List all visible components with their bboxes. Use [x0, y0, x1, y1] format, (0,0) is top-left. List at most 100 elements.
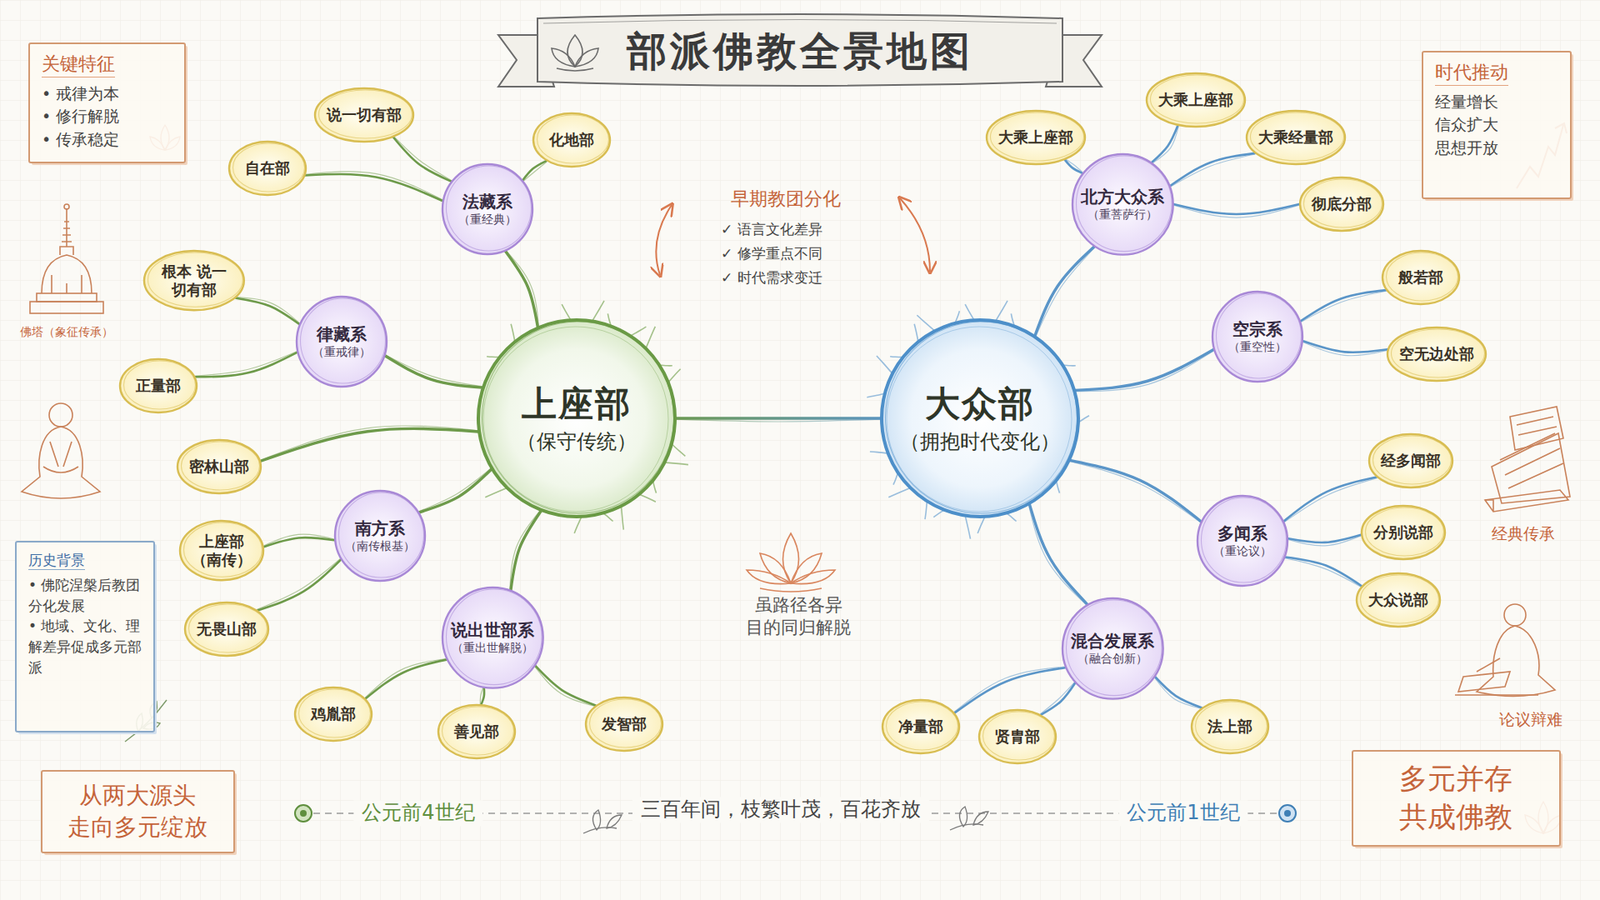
node-text: • 戒律为本: [41, 82, 120, 106]
edge-strand: [385, 355, 484, 387]
node-title: 正量部: [135, 376, 181, 396]
branch-connector: [1288, 535, 1361, 543]
edge-strand: [365, 659, 446, 699]
edge-strand: [1069, 460, 1200, 522]
node-title: 法藏系: [462, 191, 513, 213]
branch-connector: [505, 251, 539, 328]
node-text: （重菩萨行）: [1087, 207, 1158, 223]
branch-circle: 南方系（南传根基）: [333, 489, 427, 583]
root-tendril: [638, 494, 656, 502]
node-text: （保守传统）: [516, 429, 637, 455]
node-title: 化地部: [549, 130, 595, 150]
root-tendril: [670, 443, 685, 456]
edge-strand: [535, 666, 596, 707]
root-tendril: [663, 462, 689, 465]
root-tendril: [914, 324, 919, 344]
sect-ellipse: 根本 说一切有部: [142, 249, 246, 312]
node-title: 多元并存 共成佛教: [1398, 760, 1515, 837]
sect-ellipse: 经多闻部: [1367, 432, 1455, 490]
center-note: 虽路径各异 目的同归解脱: [745, 594, 852, 640]
node-text: 经量增长: [1435, 90, 1499, 115]
node-title: 大众说部: [1368, 590, 1429, 610]
banner-lotus: [551, 35, 599, 71]
edge-strand: [1152, 125, 1179, 163]
branch-connector: [1303, 340, 1388, 353]
root-tendril: [916, 315, 935, 332]
node-text: （重戒律）: [312, 345, 371, 360]
node-text: （重空性）: [1228, 340, 1287, 355]
figure-caption: 经典传承: [1491, 523, 1555, 545]
edge-strand: [510, 510, 540, 590]
node-text: 思想开放: [1435, 136, 1499, 160]
root-tendril: [485, 487, 508, 498]
branch-connector: [1155, 676, 1202, 708]
branch-connector: [1151, 125, 1178, 163]
branch-circle: 北方大众系（重菩萨行）: [1070, 152, 1175, 257]
node-title: 说一切有部: [326, 105, 402, 125]
edge-strand: [1173, 205, 1300, 218]
node-title: 关键特征: [41, 52, 115, 78]
branch-circle: 法藏系（重经典）: [440, 162, 535, 256]
branch-connector: [1170, 153, 1255, 186]
timeline-label: 公元前1世纪: [1118, 800, 1248, 826]
node-title: 上座部: [199, 532, 245, 552]
root-tendril: [876, 355, 894, 375]
root-tendril: [965, 304, 975, 321]
sect-ellipse: 密林山部: [175, 438, 263, 495]
edge-strand: [1040, 682, 1075, 715]
node-title: 大乘经量部: [1258, 128, 1334, 148]
node-text: （融合创新）: [1077, 651, 1148, 667]
node-text: • 佛陀涅槃后教团分化发展: [28, 575, 142, 616]
node-title: 根本 说一切有部: [155, 262, 233, 300]
meditating-monk: [21, 403, 100, 499]
node-title: 鸡胤部: [310, 705, 356, 725]
branch-circle: 律藏系（重戒律）: [295, 295, 389, 389]
branch-connector: [675, 416, 881, 420]
node-text: 信众扩大: [1435, 113, 1499, 137]
edge-strand: [1300, 290, 1387, 322]
sect-ellipse: 般若部: [1380, 249, 1461, 306]
school-hub: 上座部（保守传统）: [476, 318, 677, 519]
note-box: 历史背景• 佛陀涅槃后教团分化发展• 地域、文化、理解差异促成多元部派: [15, 540, 155, 733]
box-doodles: [150, 123, 1567, 834]
branch-connector: [257, 560, 341, 611]
edge-strand: [1154, 677, 1201, 709]
node-title: 大乘上座部: [1158, 90, 1234, 110]
branch-connector: [522, 160, 546, 180]
branch-connector: [1173, 204, 1300, 215]
node-title: 经多闻部: [1380, 451, 1441, 471]
node-title: 法上部: [1207, 717, 1253, 737]
sect-ellipse: 法上部: [1190, 698, 1270, 755]
node-text: （拥抱时代变化）: [900, 429, 1060, 455]
writing-monk: [1455, 604, 1555, 697]
center-lotus: [746, 533, 835, 592]
timeline-label: 公元前4世纪: [353, 800, 483, 826]
scripture-books: [1485, 406, 1570, 512]
sect-ellipse: 彻底分部: [1298, 175, 1385, 233]
sect-ellipse: 净量部: [880, 698, 961, 755]
division-arrows: [655, 198, 930, 275]
branch-connector: [510, 510, 541, 590]
root-tendril: [574, 515, 582, 534]
edge-strand: [1065, 159, 1083, 173]
branch-connector: [955, 667, 1066, 713]
node-text: （南传根基）: [345, 539, 415, 555]
node-title: 无畏山部: [196, 620, 257, 640]
node-title: 分别说部: [1373, 523, 1434, 543]
sect-ellipse: 上座部（南传）: [178, 519, 265, 582]
root-tendril: [620, 505, 624, 530]
node-title: 贤胄部: [995, 727, 1040, 747]
node-text: （重出世解脱）: [451, 640, 534, 656]
branch-connector: [385, 355, 483, 388]
root-tendril: [995, 300, 1008, 323]
node-text: • 修行解脱: [41, 105, 120, 129]
root-tendril: [965, 515, 970, 540]
sect-ellipse: 大乘上座部: [985, 109, 1087, 166]
title-text: 部派佛教全景地图: [626, 25, 974, 79]
node-title: 空无边处部: [1399, 345, 1475, 365]
sect-ellipse: 鸡胤部: [293, 685, 374, 743]
sect-ellipse: 分别说部: [1360, 504, 1447, 561]
edge-strand: [954, 666, 1065, 712]
root-tendril: [629, 326, 646, 337]
branch-circle: 多闻系（重论议）: [1195, 494, 1290, 588]
